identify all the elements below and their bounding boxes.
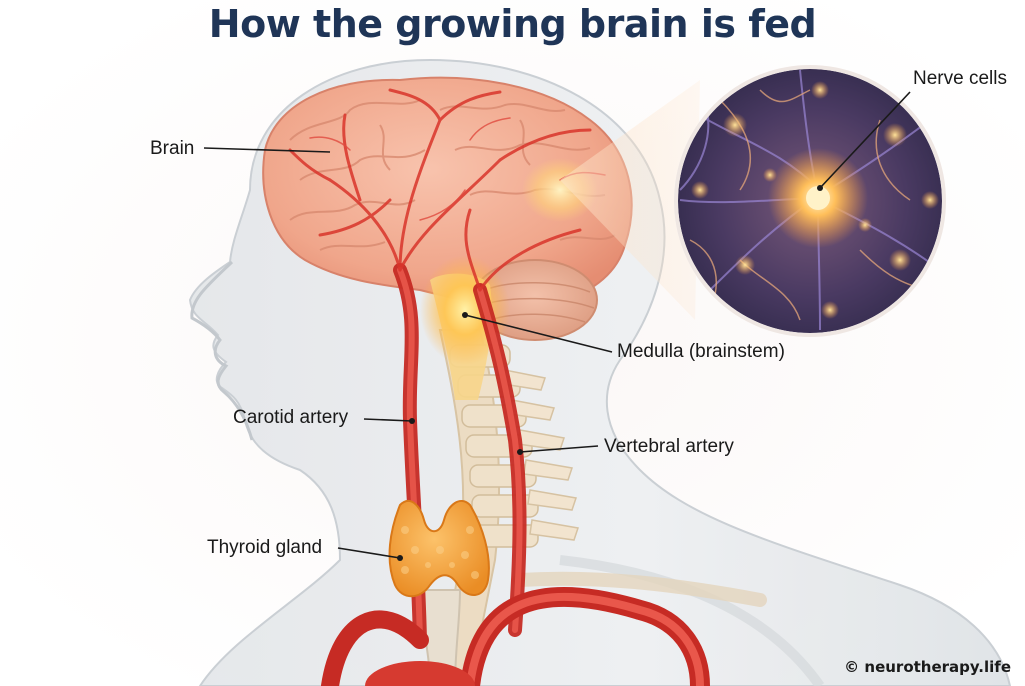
leader-thyroid xyxy=(337,547,401,559)
leader-vertebral xyxy=(519,445,599,453)
leader-brain xyxy=(203,147,331,153)
page-title: How the growing brain is fed xyxy=(208,2,817,46)
leader-dots xyxy=(397,185,823,561)
collarbone xyxy=(513,571,767,607)
face-profile xyxy=(190,260,254,441)
label-brain: Brain xyxy=(150,138,195,159)
leader-carotid xyxy=(363,418,413,422)
leader-lines xyxy=(203,91,911,559)
label-medulla: Medulla (brainstem) xyxy=(617,341,785,362)
label-vertebral-artery: Vertebral artery xyxy=(604,436,734,457)
thyroid-gland xyxy=(388,500,490,598)
leader-medulla xyxy=(464,314,613,353)
leader-nerve-cells xyxy=(819,91,911,189)
label-carotid-artery: Carotid artery xyxy=(233,407,349,428)
magnification-beam xyxy=(560,80,700,320)
credit-watermark: © neurotherapy.life xyxy=(844,658,1011,676)
aortic-arch xyxy=(321,587,710,686)
label-nerve-cells: Nerve cells xyxy=(913,68,1007,89)
nerve-cells-inset xyxy=(674,65,946,337)
label-thyroid-gland: Thyroid gland xyxy=(207,537,323,558)
